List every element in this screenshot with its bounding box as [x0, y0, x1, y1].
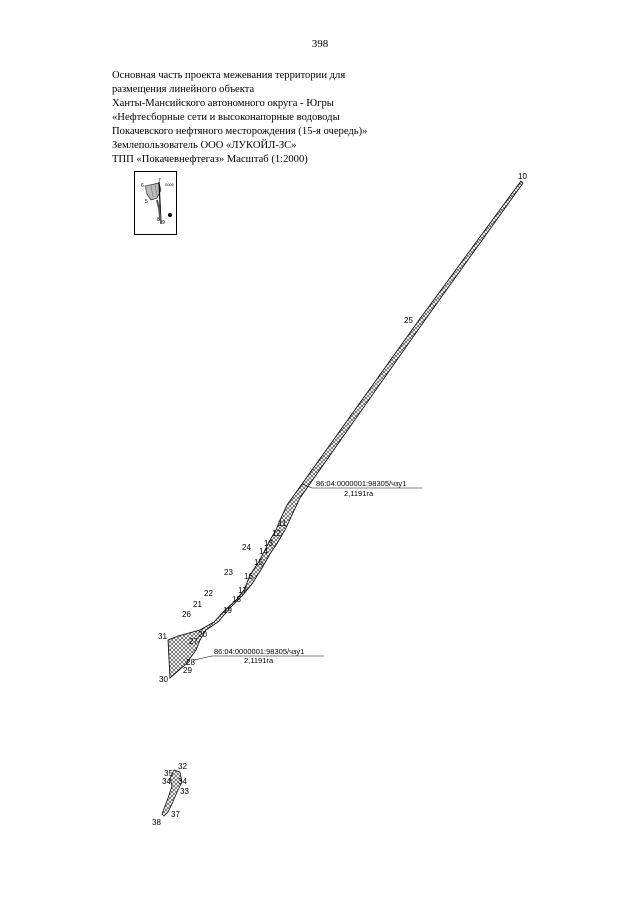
- point-label: 26: [182, 610, 191, 619]
- inset-label: 9: [162, 220, 165, 226]
- header-line: Землепользователь ООО «ЛУКОЙЛ-ЗС»: [112, 140, 297, 151]
- inset-label: 5: [145, 199, 148, 205]
- header-line: «Нефтесборные сети и высоконапорные водо…: [112, 112, 340, 123]
- point-label: 34: [178, 777, 187, 786]
- header-line: Основная часть проекта межевания террито…: [112, 70, 346, 81]
- inset-hatch: [144, 183, 158, 198]
- cadastral-number: 86:04:0000001:98305/чзу1: [316, 479, 406, 488]
- parcel-polygon-lower: [161, 769, 183, 817]
- point-label: 25: [404, 316, 413, 325]
- inset-label: 8: [157, 217, 160, 223]
- point-label: 24: [242, 543, 251, 552]
- point-label: 27: [189, 637, 198, 646]
- overview-inset-map: 7 6 5 8 9 0000: [134, 171, 177, 235]
- inset-label: 7: [158, 178, 161, 184]
- header-line: Ханты-Мансийского автономного округа - Ю…: [112, 98, 334, 109]
- inset-corridor: [156, 199, 162, 223]
- point-label: 31: [158, 632, 167, 641]
- inset-marker: [168, 213, 172, 217]
- callout-leader: [301, 483, 313, 489]
- point-label: 18: [232, 595, 241, 604]
- parcel-area: 2,1191га: [244, 656, 274, 665]
- point-label: 23: [224, 568, 233, 577]
- callout-leader: [193, 655, 213, 661]
- inset-label: 0000: [165, 182, 175, 187]
- point-label: 15: [254, 558, 263, 567]
- point-label: 13: [264, 539, 273, 548]
- point-label: 30: [159, 675, 168, 684]
- point-label: 14: [259, 547, 268, 556]
- cadastral-number: 86:04:0000001:98305/чзу1: [214, 647, 304, 656]
- point-label: 22: [204, 589, 213, 598]
- page-number: 398: [311, 38, 329, 50]
- point-label: 34: [162, 777, 171, 786]
- header-line: размещения линейного объекта: [112, 84, 255, 95]
- point-label: 10: [518, 172, 527, 181]
- point-label: 21: [193, 600, 202, 609]
- point-label: 17: [238, 586, 247, 595]
- point-label: 20: [198, 630, 207, 639]
- parcel-polygon-main: [167, 180, 524, 679]
- document-header: Основная часть проекта межевания террито…: [112, 69, 472, 167]
- point-label: 16: [244, 572, 253, 581]
- inset-map-drawing: 7 6 5 8 9 0000: [141, 178, 175, 226]
- point-label: 19: [223, 606, 232, 615]
- inset-label: 6: [141, 183, 144, 189]
- point-label: 11: [278, 519, 287, 528]
- point-label: 28: [186, 658, 195, 667]
- point-label: 33: [180, 787, 189, 796]
- point-label: 37: [171, 810, 180, 819]
- point-label: 35: [164, 769, 173, 778]
- point-label: 38: [152, 818, 161, 827]
- point-label: 12: [272, 529, 281, 538]
- point-label: 29: [183, 666, 192, 675]
- parcel-area: 2,1191га: [344, 489, 374, 498]
- point-label: 32: [178, 762, 187, 771]
- header-line: Покачевского нефтяного месторождения (15…: [112, 126, 368, 137]
- header-line: ТПП «Покачевнефтегаз» Масштаб (1:2000): [112, 154, 308, 165]
